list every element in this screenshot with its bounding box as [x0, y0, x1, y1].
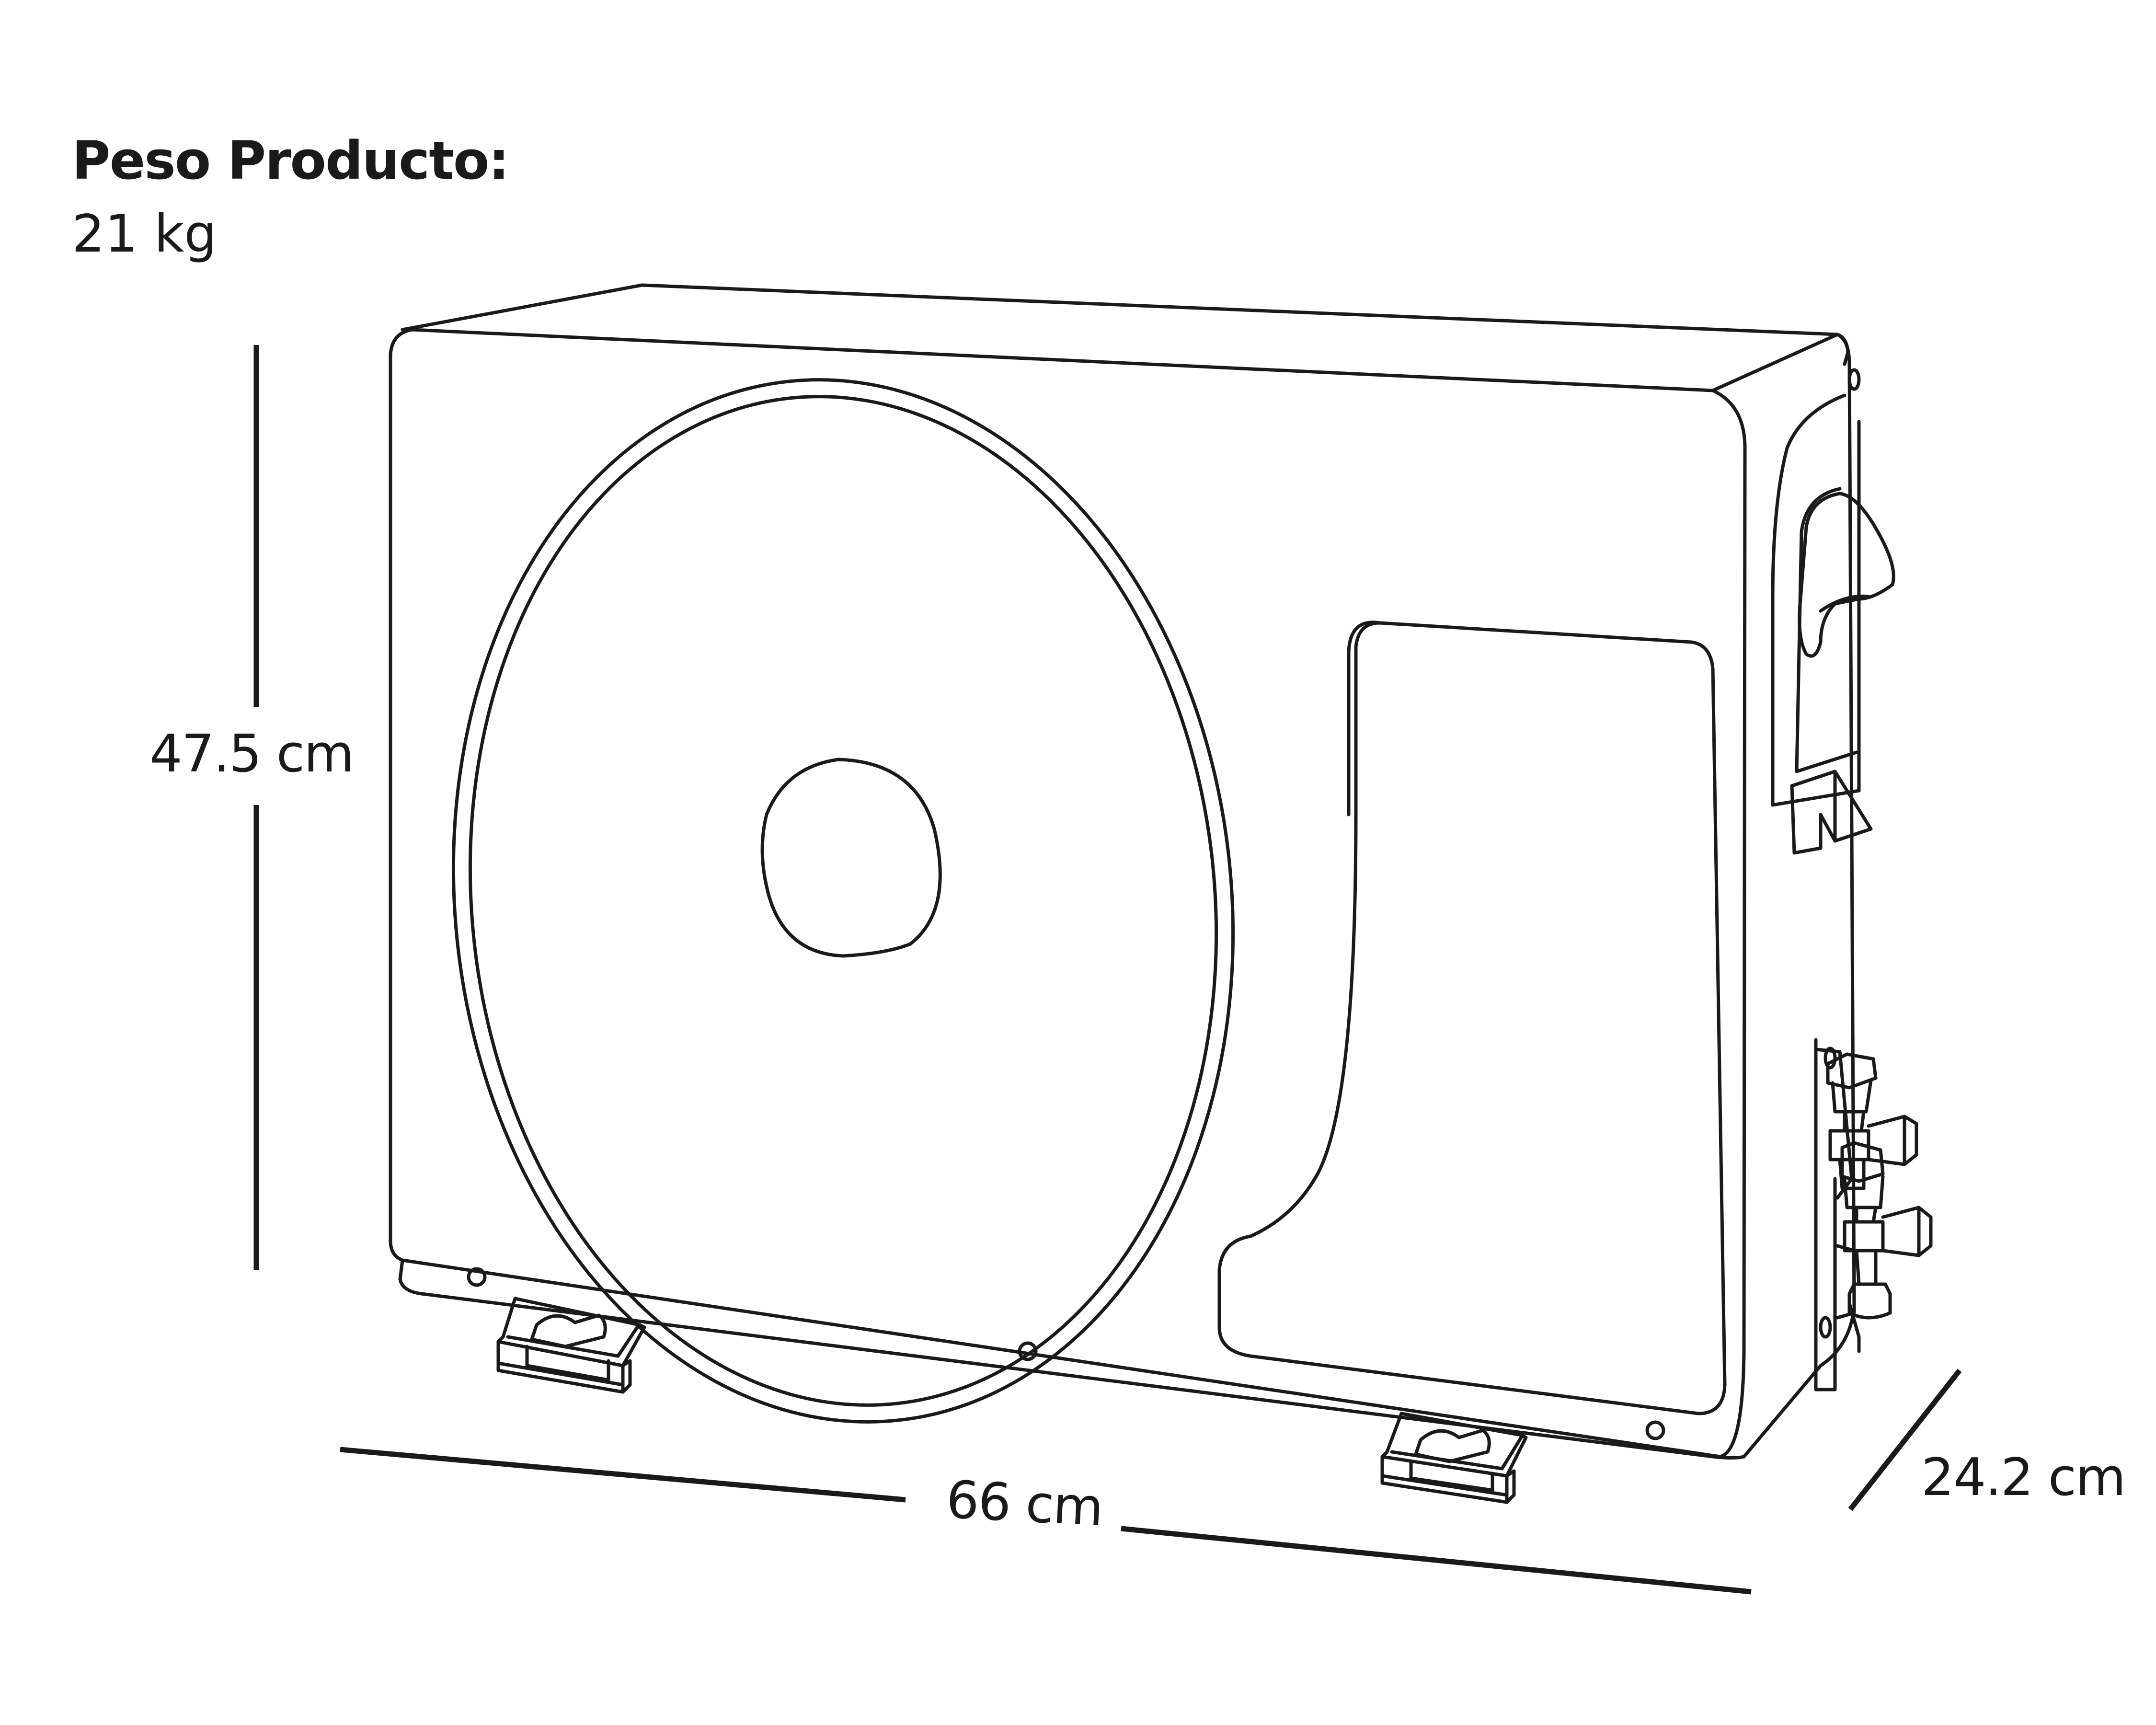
foot-left-icon [496, 1297, 646, 1394]
side-handle-recess [1771, 393, 1861, 807]
valve-lower-icon [1840, 1141, 1933, 1320]
service-panel [1217, 621, 1727, 1415]
screw-front-right [1645, 1420, 1665, 1440]
valve-upper-icon [1826, 1052, 1918, 1190]
height-dimension-label: 47.5 cm [149, 724, 354, 784]
screw-side-lower [1819, 1316, 1832, 1339]
screw-side-top [1847, 368, 1861, 391]
side-handle-detail [1819, 594, 1870, 613]
foot-right-icon [1380, 1412, 1528, 1504]
width-dimension-line [340, 1447, 1752, 1595]
fan-grille-inner [468, 395, 1218, 1407]
unit-top-panel [401, 283, 1850, 366]
depth-dimension-label: 24.2 cm [1921, 1448, 2126, 1507]
depth-dimension-line [1848, 1368, 1962, 1511]
fan-hub [760, 758, 942, 958]
service-panel-edge [1347, 621, 1382, 816]
screw-front-middle [1018, 1341, 1038, 1361]
unit-base-plate [398, 1258, 1746, 1460]
unit-side-panel [1711, 333, 1856, 1459]
width-dimension-label: 66 cm [944, 1470, 1104, 1538]
side-handle-recess-inner [1795, 487, 1858, 773]
product-weight-value: 21 kg [72, 204, 217, 264]
product-weight-title: Peso Producto: [72, 130, 509, 191]
unit-front-panel [389, 328, 1747, 1459]
screw-front-left [467, 1267, 487, 1287]
side-latch [1790, 770, 1873, 855]
fan-grille-outer [451, 378, 1235, 1424]
side-handle [1798, 492, 1895, 658]
screw-side-upper [1823, 1046, 1837, 1070]
